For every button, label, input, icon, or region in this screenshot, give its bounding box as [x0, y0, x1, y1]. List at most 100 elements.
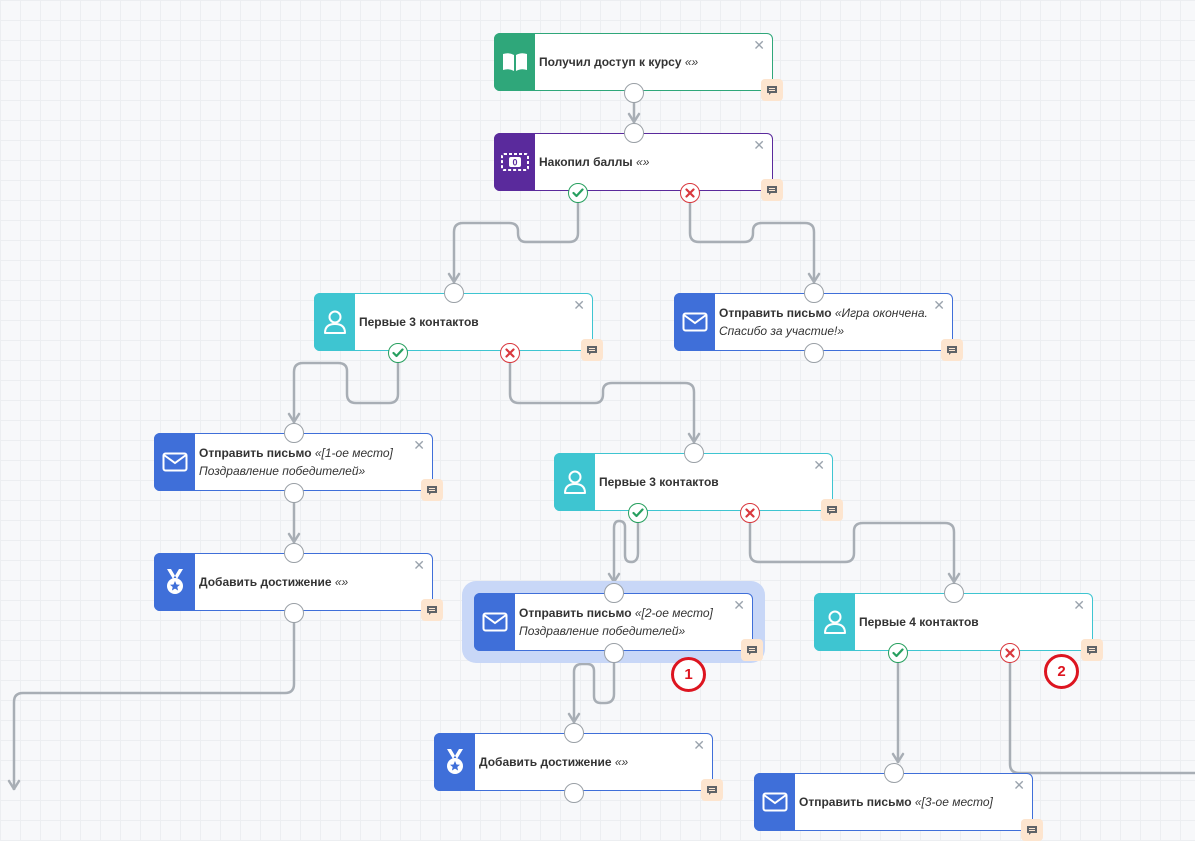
connection-line[interactable] — [748, 513, 956, 583]
connection-line[interactable] — [572, 653, 616, 723]
output-port[interactable] — [804, 343, 824, 363]
book-icon — [494, 33, 535, 91]
connection-line[interactable] — [292, 353, 400, 423]
close-icon[interactable]: ✕ — [753, 37, 765, 53]
comment-icon[interactable] — [421, 599, 443, 621]
node-detail: «» — [334, 575, 349, 589]
connection-arrowhead — [947, 572, 961, 584]
svg-text:0: 0 — [512, 158, 517, 168]
node-title-text: Получил доступ к курсу — [539, 55, 682, 69]
yes-branch-port[interactable] — [888, 643, 908, 663]
no-branch-port[interactable] — [1000, 643, 1020, 663]
connection-arrowhead — [7, 779, 21, 791]
envelope-icon — [474, 593, 515, 651]
input-port[interactable] — [944, 583, 964, 603]
connection-arrowhead — [807, 272, 821, 284]
output-port[interactable] — [564, 783, 584, 803]
workflow-node-email[interactable]: Отправить письмо «Игра окончена.Спасибо … — [674, 293, 963, 361]
input-port[interactable] — [284, 423, 304, 443]
input-port[interactable] — [804, 283, 824, 303]
close-icon[interactable]: ✕ — [413, 437, 425, 453]
output-port[interactable] — [604, 643, 624, 663]
yes-branch-port[interactable] — [388, 343, 408, 363]
annotation-marker: 2 — [1044, 654, 1079, 689]
node-title-text: Добавить достижение — [479, 755, 612, 769]
connection-line[interactable] — [452, 193, 580, 283]
comment-icon[interactable] — [741, 639, 763, 661]
comment-icon[interactable] — [1081, 639, 1103, 661]
workflow-node-course[interactable]: Получил доступ к курсу «»✕ — [494, 33, 783, 101]
node-title-text: Отправить письмо — [199, 446, 312, 460]
input-port[interactable] — [284, 543, 304, 563]
close-icon[interactable]: ✕ — [733, 597, 745, 613]
input-port[interactable] — [624, 123, 644, 143]
yes-branch-port[interactable] — [568, 183, 588, 203]
yes-branch-port[interactable] — [628, 503, 648, 523]
workflow-node-achievement[interactable]: Добавить достижение «»✕ — [154, 553, 443, 621]
no-branch-port[interactable] — [740, 503, 760, 523]
envelope-icon — [154, 433, 195, 491]
connection-line[interactable] — [508, 353, 696, 443]
node-title-text: Отправить письмо — [519, 606, 632, 620]
input-port[interactable] — [884, 763, 904, 783]
node-detail: «» — [684, 55, 699, 69]
connection-line[interactable] — [612, 513, 640, 583]
workflow-node-email[interactable]: Отправить письмо «[1-ое место] Поздравлен… — [154, 433, 443, 501]
comment-icon[interactable] — [581, 339, 603, 361]
output-port[interactable] — [284, 603, 304, 623]
node-title: Первые 3 контактов — [599, 454, 812, 510]
medal-icon — [434, 733, 475, 791]
close-icon[interactable]: ✕ — [1073, 597, 1085, 613]
node-detail-line2: Поздравление победителей» — [199, 464, 366, 478]
person-icon — [314, 293, 355, 351]
close-icon[interactable]: ✕ — [573, 297, 585, 313]
comment-icon[interactable] — [421, 479, 443, 501]
node-detail: «[1-ое место] — [314, 446, 393, 460]
connection-line[interactable] — [12, 613, 296, 790]
no-branch-port[interactable] — [500, 343, 520, 363]
comment-icon[interactable] — [941, 339, 963, 361]
node-title-text: Первые 3 контактов — [359, 315, 479, 329]
person-icon — [814, 593, 855, 651]
comment-icon[interactable] — [761, 79, 783, 101]
node-title: Добавить достижение «» — [199, 554, 412, 610]
node-title: Отправить письмо «[2-ое место]Поздравлен… — [519, 594, 732, 650]
comment-icon[interactable] — [821, 499, 843, 521]
close-icon[interactable]: ✕ — [813, 457, 825, 473]
close-icon[interactable]: ✕ — [933, 297, 945, 313]
input-port[interactable] — [604, 583, 624, 603]
node-title: Добавить достижение «» — [479, 734, 692, 790]
node-title: Получил доступ к курсу «» — [539, 34, 752, 90]
node-title-text: Накопил баллы — [539, 155, 633, 169]
close-icon[interactable]: ✕ — [1013, 777, 1025, 793]
output-port[interactable] — [624, 83, 644, 103]
connection-line[interactable] — [1008, 653, 1195, 775]
connection-arrowhead — [687, 432, 701, 444]
envelope-icon — [754, 773, 795, 831]
output-port[interactable] — [284, 483, 304, 503]
input-port[interactable] — [684, 443, 704, 463]
node-title-text: Отправить письмо — [799, 795, 912, 809]
node-detail: «» — [636, 155, 650, 169]
node-title: Отправить письмо «[3-ое место] — [799, 774, 1012, 830]
connections-layer — [7, 93, 1195, 791]
close-icon[interactable]: ✕ — [753, 137, 765, 153]
person-icon — [554, 453, 595, 511]
input-port[interactable] — [444, 283, 464, 303]
node-title: Первые 4 контактов — [859, 594, 1072, 650]
input-port[interactable] — [564, 723, 584, 743]
comment-icon[interactable] — [1021, 819, 1043, 841]
comment-icon[interactable] — [701, 779, 723, 801]
node-title: Первые 3 контактов — [359, 294, 572, 350]
close-icon[interactable]: ✕ — [413, 557, 425, 573]
banknote-icon: 0 — [494, 133, 535, 191]
node-detail-line2: Поздравление победителей» — [519, 624, 686, 638]
node-detail: «» — [614, 755, 629, 769]
node-detail: «[3-ое место] — [914, 795, 993, 809]
node-title-text: Добавить достижение — [199, 575, 332, 589]
close-icon[interactable]: ✕ — [693, 737, 705, 753]
comment-icon[interactable] — [761, 179, 783, 201]
connection-line[interactable] — [688, 193, 816, 283]
no-branch-port[interactable] — [680, 183, 700, 203]
